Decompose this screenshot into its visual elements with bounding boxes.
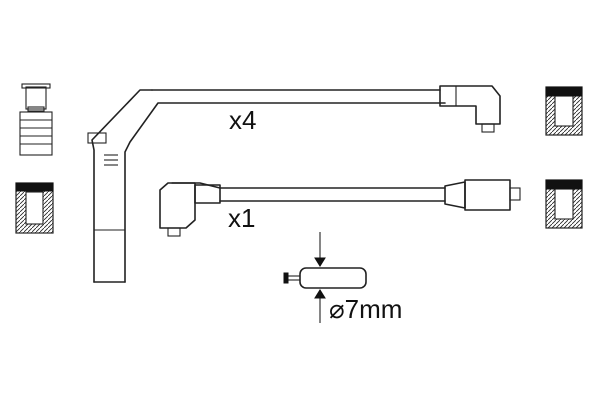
lead-short	[159, 179, 521, 237]
lead-long	[87, 85, 501, 283]
boot-end-icon	[545, 86, 583, 136]
dimension-arrow-icon	[314, 232, 326, 323]
spark-plug-terminal-icon	[19, 83, 53, 156]
quantity-label-short: x1	[228, 203, 256, 233]
boot-end-icon	[545, 179, 583, 229]
quantity-label-long: x4	[229, 105, 257, 135]
boot-end-icon	[15, 182, 54, 234]
cable-section-icon	[283, 267, 367, 289]
diameter-label: ⌀7mm	[329, 294, 403, 324]
